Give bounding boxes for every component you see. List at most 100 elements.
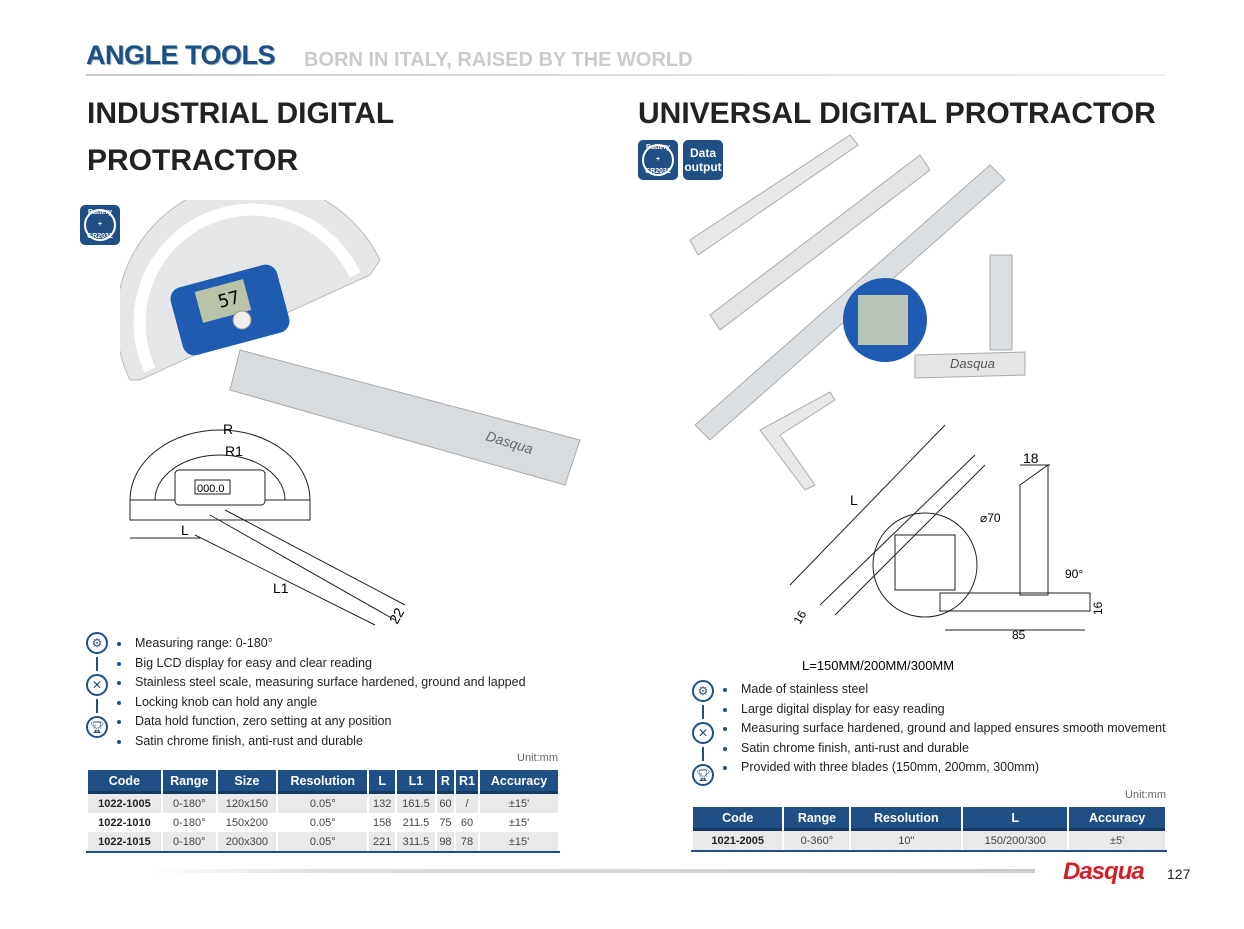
cell: 120x150 xyxy=(217,794,277,813)
cell: 0-180° xyxy=(172,816,206,829)
battery-badge: Battery+CR2032 xyxy=(80,205,120,245)
dim-R1: R1 xyxy=(225,443,243,459)
trophy-icon: 🏆︎ xyxy=(692,764,714,786)
unit-label: Unit:mm xyxy=(517,752,558,764)
universal-protractor-diagram: L 18 ⌀70 90° 85 16 16 L=150MM/200MM/300M… xyxy=(789,424,1105,673)
feature-item: Stainless steel scale, measuring surface… xyxy=(115,673,526,693)
col-range: Range xyxy=(162,770,216,794)
dim-L: L xyxy=(850,492,858,508)
col-resolution: Resolution xyxy=(278,770,368,794)
tools-icon: ✕ xyxy=(692,722,714,744)
feature-icons: ⚙ ✕ 🏆︎ xyxy=(692,680,714,786)
cell: 1022-1010 xyxy=(98,816,151,829)
table-header: Code Range Resolution L Accuracy xyxy=(693,807,1165,831)
col-R: R xyxy=(436,770,454,794)
cell: 158 xyxy=(372,816,392,829)
col-L1: L1 xyxy=(396,770,435,794)
dim-16-width: 16 xyxy=(790,608,809,627)
cell: ±15' xyxy=(508,816,530,829)
feature-item: Satin chrome finish, anti-rust and durab… xyxy=(115,732,526,752)
col-L: L xyxy=(369,770,395,794)
cell: 150/200/300 xyxy=(963,831,1068,850)
col-size: Size xyxy=(217,770,277,794)
dim-85: 85 xyxy=(1012,628,1026,642)
col-code: Code xyxy=(88,770,161,794)
col-R1: R1 xyxy=(455,770,479,794)
cell: ±15' xyxy=(480,832,558,851)
cell: 200x300 xyxy=(217,832,277,851)
cell: 311.5 xyxy=(396,832,435,851)
badge-text: Battery xyxy=(87,209,113,216)
gear-icon: ⚙ xyxy=(692,680,714,702)
cell: 75 xyxy=(439,816,452,829)
title-line: PROTRACTOR xyxy=(87,144,299,177)
industrial-protractor-diagram: 000.0 R R1 L L1 22 xyxy=(129,421,408,627)
cell: 1022-1015 xyxy=(88,832,161,851)
cell: 0-180° xyxy=(162,832,216,851)
industrial-protractor-photo: 57 Dasqua xyxy=(120,200,581,486)
right-spec-table: Code Range Resolution L Accuracy 1021-20… xyxy=(691,807,1167,852)
gear-icon: ⚙ xyxy=(86,632,108,654)
col-range: Range xyxy=(784,807,850,831)
cell: 10" xyxy=(851,831,962,850)
battery-icon: Battery+CR2032 xyxy=(84,209,116,241)
dim-22: 22 xyxy=(386,605,408,627)
cell: 0-180° xyxy=(162,794,216,813)
badge-sub: CR2032 xyxy=(645,168,671,175)
feature-item: Measuring range: 0-180° xyxy=(115,634,526,654)
page-number: 127 xyxy=(1167,866,1191,882)
feature-item: Data hold function, zero setting at any … xyxy=(115,712,526,732)
feature-icons: ⚙ ✕ 🏆︎ xyxy=(86,632,108,738)
cell: 0.05° xyxy=(309,816,336,829)
cell: 161.5 xyxy=(396,794,435,813)
footer-rule xyxy=(150,869,1035,873)
feature-item: Satin chrome finish, anti-rust and durab… xyxy=(721,739,1166,759)
cell: 221 xyxy=(369,832,395,851)
title-line: INDUSTRIAL DIGITAL xyxy=(87,97,395,130)
table-bottom-rule xyxy=(691,850,1167,852)
col-L: L xyxy=(963,807,1068,831)
table-bottom-rule xyxy=(86,851,560,853)
dim-18: 18 xyxy=(1023,450,1039,466)
cell: 1022-1005 xyxy=(88,794,161,813)
data-output-badge: Data output xyxy=(683,140,723,180)
universal-protractor-photo: Dasqua xyxy=(689,134,1026,491)
section-title: ANGLE TOOLS xyxy=(86,40,276,70)
tools-icon: ✕ xyxy=(86,674,108,696)
feature-item: Large digital display for easy reading xyxy=(721,700,1166,720)
cell: 150x200 xyxy=(225,816,268,829)
cell: 0.05° xyxy=(278,794,368,813)
cell: 60 xyxy=(436,794,454,813)
dim-L1: L1 xyxy=(273,580,289,596)
unit-label: Unit:mm xyxy=(1125,789,1166,801)
blade-length-caption: L=150MM/200MM/300MM xyxy=(802,658,954,673)
cell: / xyxy=(455,794,479,813)
dasqua-logo: Dasqua xyxy=(1063,858,1145,885)
dim-diameter: ⌀70 xyxy=(980,511,1001,525)
feature-item: Made of stainless steel xyxy=(721,680,1166,700)
cell: 1021-2005 xyxy=(693,831,783,850)
dim-L: L xyxy=(181,522,189,538)
cell: 78 xyxy=(455,832,479,851)
dim-angle: 90° xyxy=(1065,567,1083,581)
col-accuracy: Accuracy xyxy=(480,770,558,794)
feature-item: Locking knob can hold any angle xyxy=(115,693,526,713)
cell: 132 xyxy=(369,794,395,813)
product-brand-mark: Dasqua xyxy=(950,356,995,371)
cell: 211.5 xyxy=(402,816,430,829)
feature-item: Big LCD display for easy and clear readi… xyxy=(115,654,526,674)
feature-item: Measuring surface hardened, ground and l… xyxy=(721,719,1166,739)
dim-16-height: 16 xyxy=(1091,601,1105,615)
battery-icon: Battery+CR2032 xyxy=(642,144,674,176)
battery-badge: Battery+CR2032 xyxy=(638,140,678,180)
left-spec-table: Code Range Size Resolution L L1 R R1 Acc… xyxy=(86,770,560,853)
col-code: Code xyxy=(693,807,783,831)
header-divider xyxy=(86,74,1166,76)
left-feature-list: Measuring range: 0-180° Big LCD display … xyxy=(115,634,526,752)
trophy-icon: 🏆︎ xyxy=(86,716,108,738)
right-product-title: UNIVERSAL DIGITAL PROTRACTOR xyxy=(638,97,1156,130)
dim-R: R xyxy=(223,421,233,437)
